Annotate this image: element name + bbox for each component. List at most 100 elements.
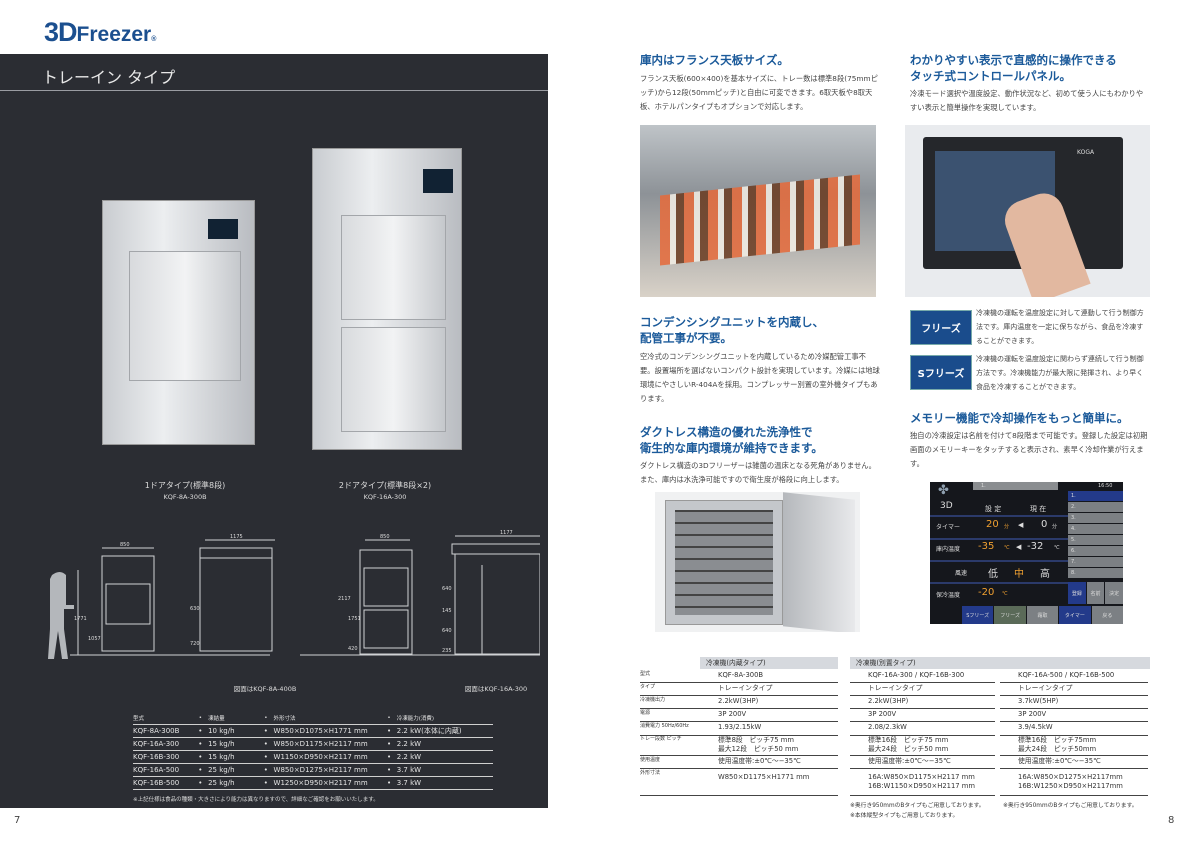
keep-set[interactable]: -20 [978,587,995,598]
bullet: • [386,779,392,787]
freeze-mode-desc: 冷凍機の運転を温度設定に対して連動して行う制御方法です。庫内温度を一定に保ちなが… [976,309,1144,345]
freeze-mode-badge: フリーズ [910,310,972,345]
screen-button[interactable]: 霜取 [1026,606,1059,624]
dim-label: 145 [442,608,452,614]
table-note: ※上記仕様は食品の種類・大きさにより能力は異なりますので、詳細なご確認をお願いい… [133,797,379,803]
bullet: • [263,779,268,787]
spec-cell: 標準16段 ピッチ75mm 最大24段 ピッチ50mm [1000,736,1148,756]
wind-mid[interactable]: 中 [1014,569,1024,580]
arrow-left-icon: ◀ [1016,543,1022,551]
memory-slot[interactable]: 6. [1068,546,1123,556]
screen-buttons: Sフリーズフリーズ霜取タイマー戻る [962,606,1124,624]
screen-button[interactable]: 戻る [1091,606,1124,624]
bullet: • [263,727,268,735]
spec-label: 使用温度 [640,757,700,769]
table-cell: KQF-16B-500 [133,779,180,787]
table-row: KQF-16A-500•25 kg/h•W850×D1275×H2117 mm•… [133,764,493,777]
spec-cell: W850×D1175×H1771 mm [700,770,838,796]
memory-slot[interactable]: 7. [1068,557,1123,567]
screen-time: 16:50 [1098,483,1113,489]
drawing-caption: 図面はKQF-16A-300 [464,685,528,693]
spec-cell: トレーインタイプ [1000,684,1148,696]
spec-note: ※本体縦型タイプもご用意しております。 [850,813,959,819]
table-cell: KQF-16A-300 [133,740,180,748]
spec-cell: KQF-16A-300 / KQF-16B-300 [850,671,995,683]
spec-label: 外形寸法 [640,770,700,796]
temp-now: -32 [1027,541,1044,552]
header-cell: 冷凍能力(消費) [396,716,435,722]
memory-slot[interactable]: 4. [1068,524,1123,534]
divider [0,90,548,91]
memory-button[interactable]: 決定 [1105,582,1124,604]
spec-cell: KQF-8A-300B [700,671,838,683]
table-cell: 2.2 kW(本体に内蔵) [396,727,462,735]
section-ductless: ダクトレス構造の優れた洗浄性で 衛生的な庫内環境が維持できます。 ダクトレス構造… [640,424,880,487]
dim-label: 1751 [348,616,361,622]
table-row: KQF-16B-300•15 kg/h•W1150×D950×H2117 mm•… [133,751,493,764]
spec-label: 型式 [640,671,700,683]
keep-label: 保冷温度 [936,592,961,599]
spec-cell: 1.93/2.15kW [700,723,838,736]
divider [930,515,1068,517]
memory-list: 1.2.3.4.5.6.7.8. [1068,491,1123,579]
table-cell: W850×D1175×H2117 mm [273,740,368,748]
memory-slot[interactable]: 1. [1068,491,1123,501]
drawing-caption: 図面はKQF-8A-400B [233,685,297,693]
dim-width: 850 [380,534,390,540]
bullet: • [386,753,392,761]
spec-cell: 標準16段 ピッチ75 mm 最大24段 ピッチ50 mm [850,736,995,756]
table-row: KQF-16A-300•15 kg/h•W850×D1175×H2117 mm•… [133,738,493,751]
timer-set[interactable]: 20 [986,519,999,530]
temp-label: 庫内温度 [936,546,961,553]
screen-button[interactable]: Sフリーズ [962,606,994,624]
spec-cell: KQF-16A-500 / KQF-16B-500 [1000,671,1148,683]
bullet: • [198,766,203,774]
freezer-1door-photo [102,200,255,445]
spec-cell: 使用温度帯:±0℃〜−35℃ [700,757,838,769]
spec-cell: 3P 200V [1000,710,1148,722]
control-panel-photo: KOGA [905,125,1150,297]
memory-slot[interactable]: 3. [1068,513,1123,523]
memory-button[interactable]: 名前 [1086,582,1105,604]
screen-button[interactable]: フリーズ [994,606,1026,624]
body-text: ダクトレス構造の3Dフリーザーは雑菌の温床となる死角がありません。また、庫内は水… [640,461,876,484]
logo-reg: ® [151,36,157,43]
heading: 庫内はフランス天板サイズ。 [640,53,789,67]
screen-col-label: 現 在 [1030,505,1047,513]
spec-cell: 2.08/2.3kW [850,723,995,736]
bullet: • [263,753,268,761]
divider [930,582,1068,584]
section-condensing: コンデンシングユニットを内蔵し、 配管工事が不要。 空冷式のコンデンシングユニッ… [640,314,880,406]
table-cell: 2.2 kW [396,753,422,761]
memory-slot[interactable]: 5. [1068,535,1123,545]
wind-high[interactable]: 高 [1040,569,1050,580]
temp-set[interactable]: -35 [978,541,995,552]
memory-button[interactable]: 登録 [1068,582,1086,604]
tray-sushi-photo [640,125,876,297]
spec-cell: 3.7kW(5HP) [1000,697,1148,709]
page-number: 7 [14,815,21,826]
wind-low[interactable]: 低 [988,569,998,580]
table-cell: W850×D1075×H1771 mm [273,727,368,735]
spec-cell: トレーインタイプ [700,684,838,696]
spec-label: トレー段数 ピッチ [640,736,700,756]
spec-cell: 3P 200V [700,710,838,722]
dim-label: 235 [442,648,452,654]
memory-slot[interactable]: 8. [1068,568,1123,578]
dim-label: 420 [348,646,358,652]
logo-main: 3D [44,17,78,47]
divider [930,538,1068,540]
memory-slot[interactable]: 2. [1068,502,1123,512]
section-tray: 庫内はフランス天板サイズ。 フランス天板(600×400)を基本サイズに、トレー… [640,52,880,114]
spec-cell: 2.2kW(3HP) [850,697,995,709]
bullet: • [198,753,203,761]
screen-button[interactable]: タイマー [1059,606,1091,624]
bullet: • [263,766,268,774]
arrow-left-icon: ◀ [1018,521,1024,529]
bullet: • [264,715,268,721]
header-cell: 型式 [133,716,145,722]
page-number: 8 [1168,815,1175,826]
bullet: • [386,727,392,735]
table-header: 型式• 凍結量• 外形寸法• 冷凍能力(消費) [133,712,493,725]
heading: 配管工事が不要。 [640,331,732,345]
